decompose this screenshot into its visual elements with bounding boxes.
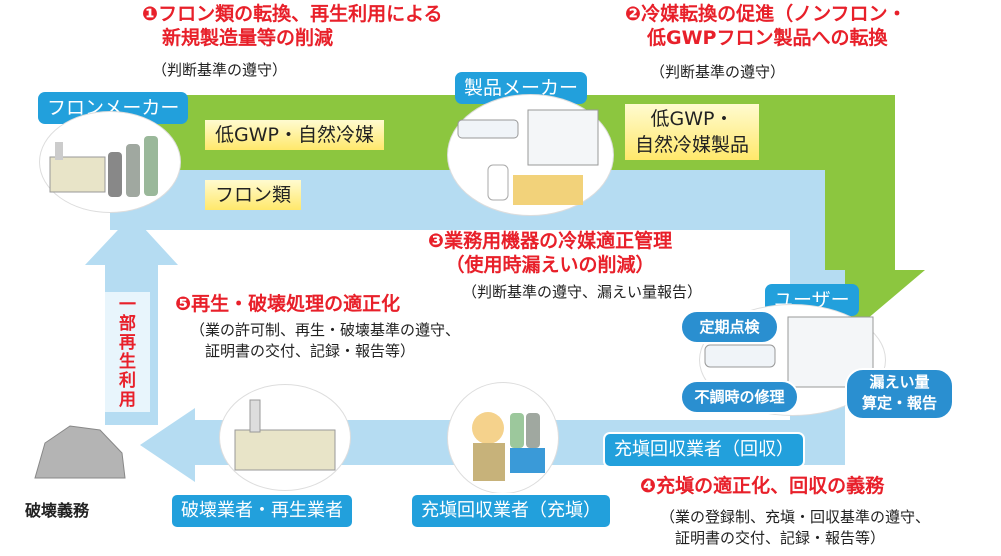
aircon-showcase-icon [457, 109, 599, 205]
step2-note: （判断基準の遵守） [650, 63, 786, 81]
fluorocarbons-label: フロン類 [205, 180, 302, 210]
fluorocarbon-factory-image [40, 112, 180, 212]
low-gwp-refrigerant-label: 低GWP・自然冷媒 [205, 120, 384, 150]
step3-title: ❸業務用機器の冷媒適正管理 （使用時漏えいの削減） [428, 230, 673, 276]
step5-note: （業の許可制、再生・破壊基準の遵守、 証明書の交付、記録・報告等） [190, 321, 461, 360]
filling-worker-image [448, 383, 558, 493]
factory-icon [234, 399, 336, 471]
filler-filling-tag: 充塡回収業者（充塡） [410, 493, 612, 529]
step4-number: ❹ [640, 475, 657, 497]
worker-cylinders-icon [472, 412, 545, 481]
rock-icon [34, 425, 126, 479]
step5-title: ❺再生・破壊処理の適正化 [175, 293, 401, 315]
destruction-duty-label: 破壊義務 [25, 501, 90, 520]
factory-bottles-icon [49, 136, 158, 197]
repair-bubble: 不調時の修理 [680, 380, 799, 414]
inspection-bubble: 定期点検 [680, 310, 779, 344]
destroyer-recycler-tag: 破壊業者・再生業者 [170, 493, 354, 529]
low-gwp-products-label: 低GWP・ 自然冷媒製品 [625, 104, 760, 160]
product-maker-tag: 製品メーカー [455, 72, 588, 104]
step4-title: ❹充塡の適正化、回収の義務 [640, 475, 885, 497]
product-maker-image [448, 95, 613, 215]
destruction-factory-image [220, 385, 350, 490]
filler-recovery-tag: 充塡回収業者（回収） [603, 432, 805, 468]
step4-note: （業の登録制、充塡・回収基準の遵守、 証明書の交付、記録・報告等） [660, 508, 931, 547]
fluorocarbon-maker-tag: フロンメーカー [38, 92, 189, 124]
step1-note: （判断基準の遵守） [152, 61, 288, 79]
blue-flow-band [110, 170, 845, 455]
partial-reuse-label: 一 部 再 生 利 用 [105, 292, 150, 412]
step5-number: ❺ [175, 293, 192, 315]
step2-title: ❷冷媒転換の促進（ノンフロン・ 低GWPフロン製品への転換 [625, 3, 907, 49]
step1-title: ❶フロン類の転換、再生利用による 新規製造量等の削減 [142, 3, 443, 49]
step3-number: ❸ [428, 230, 445, 252]
step1-number: ❶ [142, 3, 159, 25]
leak-report-bubble: 漏えい量 算定・報告 [845, 368, 954, 420]
user-aircon-icon [704, 316, 874, 388]
step3-note: （判断基準の遵守、漏えい量報告） [462, 283, 703, 301]
step2-number: ❷ [625, 3, 642, 25]
